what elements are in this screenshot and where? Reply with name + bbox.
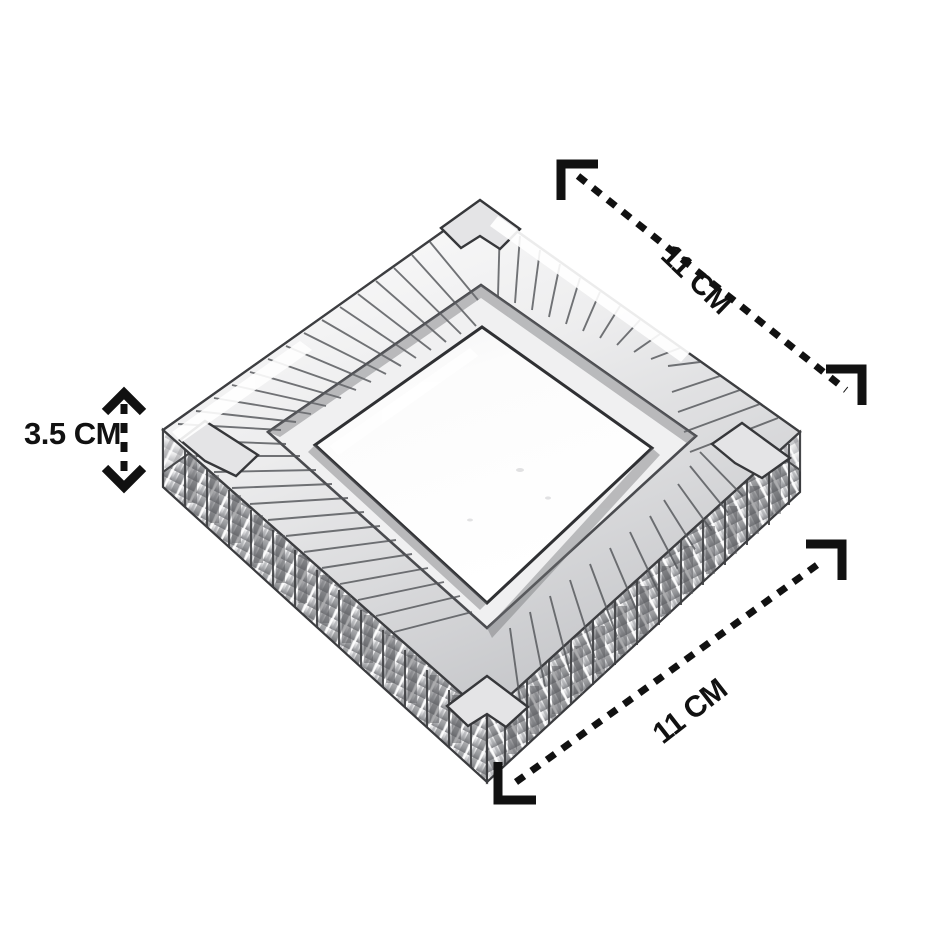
basin-reflections bbox=[467, 468, 551, 522]
cigarette-rest-bottom bbox=[445, 674, 530, 729]
height-dimension-label: 3.5 CM bbox=[24, 416, 121, 451]
cigarette-rest-right bbox=[710, 421, 793, 480]
cigarette-rest-top bbox=[439, 198, 522, 251]
cigarette-rests bbox=[178, 198, 793, 729]
ashtray-basin bbox=[312, 325, 655, 606]
